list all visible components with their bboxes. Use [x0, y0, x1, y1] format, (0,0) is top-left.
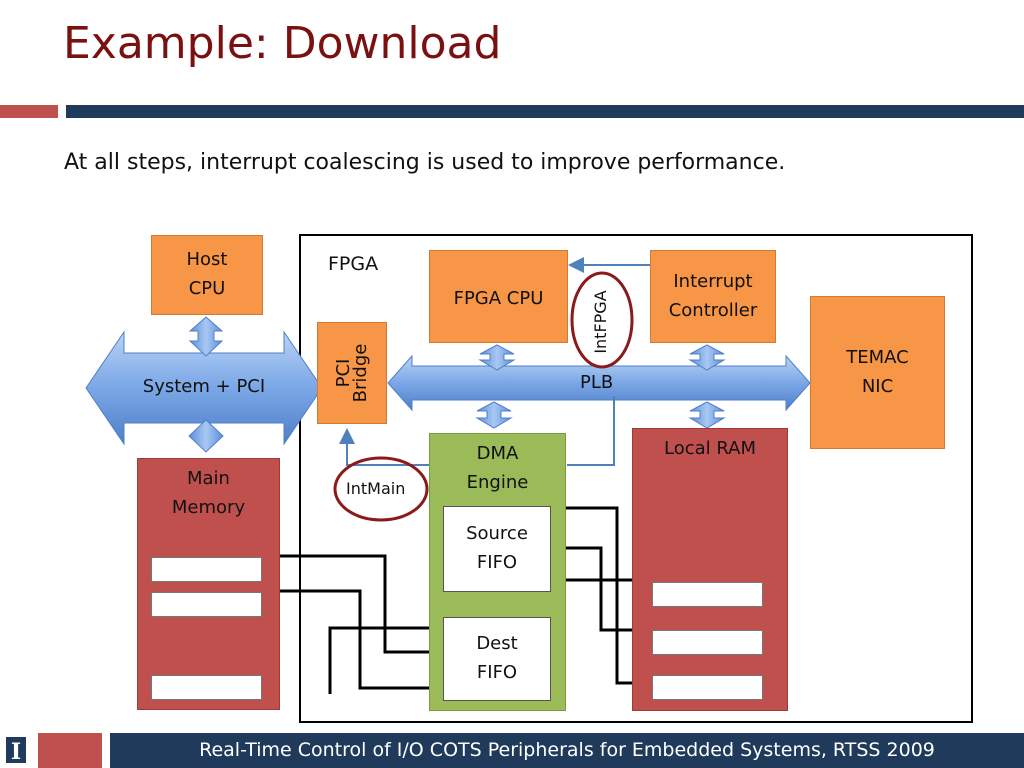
fpga-cpu-label: FPGA CPU [453, 288, 544, 309]
host-cpu-box: Host CPU [151, 235, 263, 315]
source-fifo-box: Source FIFO [443, 506, 551, 592]
intmain-highlight [333, 456, 429, 522]
local-ram-buffer [652, 675, 763, 700]
temac-nic-line1: TEMAC [846, 346, 909, 368]
footer-bar [110, 733, 1024, 768]
local-ram-box: Local RAM [632, 428, 788, 711]
dest-fifo-box: Dest FIFO [443, 617, 551, 701]
pci-bridge-label: PCI Bridge [333, 323, 371, 423]
footer-text: Real-Time Control of I/O COTS Peripheral… [199, 739, 935, 761]
temac-nic-box: TEMAC NIC [810, 296, 945, 449]
main-memory-arrow [188, 419, 224, 453]
title-underline-accent [0, 105, 58, 118]
interrupt-controller-line1: Interrupt [673, 270, 753, 292]
fpga-frame [299, 234, 973, 723]
intmain-label: IntMain [346, 479, 406, 498]
local-ram-arrow [688, 401, 726, 429]
intmain-line [339, 428, 430, 466]
source-fifo-line2: FIFO [476, 552, 518, 573]
title-underline-bar [66, 105, 1024, 118]
fpga-cpu-box: FPGA CPU [429, 250, 568, 343]
pci-bridge-line2: Bridge [350, 343, 371, 403]
intfpga-label: IntFPGA [591, 290, 610, 354]
main-memory-line1: Main [187, 468, 230, 489]
main-memory-line2: Memory [171, 496, 246, 518]
host-cpu-line2: CPU [188, 277, 226, 299]
temac-nic-line2: NIC [861, 375, 894, 397]
plb-label: PLB [580, 372, 614, 393]
fpga-label: FPGA [328, 253, 379, 275]
host-cpu-line1: Host [186, 249, 228, 270]
interrupt-controller-arrow [688, 344, 726, 371]
interrupt-controller-box: Interrupt Controller [650, 250, 776, 343]
slide-title: Example: Download [63, 18, 502, 69]
source-fifo-line1: Source [466, 523, 528, 545]
local-ram-buffer [652, 630, 763, 655]
slide-subtitle: At all steps, interrupt coalescing is us… [64, 150, 786, 175]
main-memory-buffer [151, 557, 262, 582]
transfer-lines [262, 506, 650, 694]
university-logo: I [4, 735, 28, 765]
dest-fifo-line2: FIFO [476, 662, 518, 683]
main-memory-buffer [151, 675, 262, 700]
main-memory-buffer [151, 592, 262, 617]
footer-accent [38, 733, 102, 768]
dma-engine-line2: Engine [466, 471, 529, 493]
local-ram-label: Local RAM [664, 438, 756, 459]
system-pci-label: System + PCI [142, 376, 266, 397]
dma-engine-line1: DMA [476, 443, 519, 464]
intfpga-highlight [570, 271, 634, 369]
local-ram-buffer [652, 582, 763, 607]
dma-arrow [475, 401, 513, 429]
fpga-cpu-arrow [478, 344, 516, 371]
intfpga-line [567, 396, 615, 466]
pci-bridge-box [317, 322, 387, 424]
main-memory-box: Main Memory [137, 458, 280, 710]
host-cpu-arrow [188, 316, 224, 357]
interrupt-controller-line2: Controller [668, 299, 758, 321]
dest-fifo-line1: Dest [476, 633, 518, 655]
